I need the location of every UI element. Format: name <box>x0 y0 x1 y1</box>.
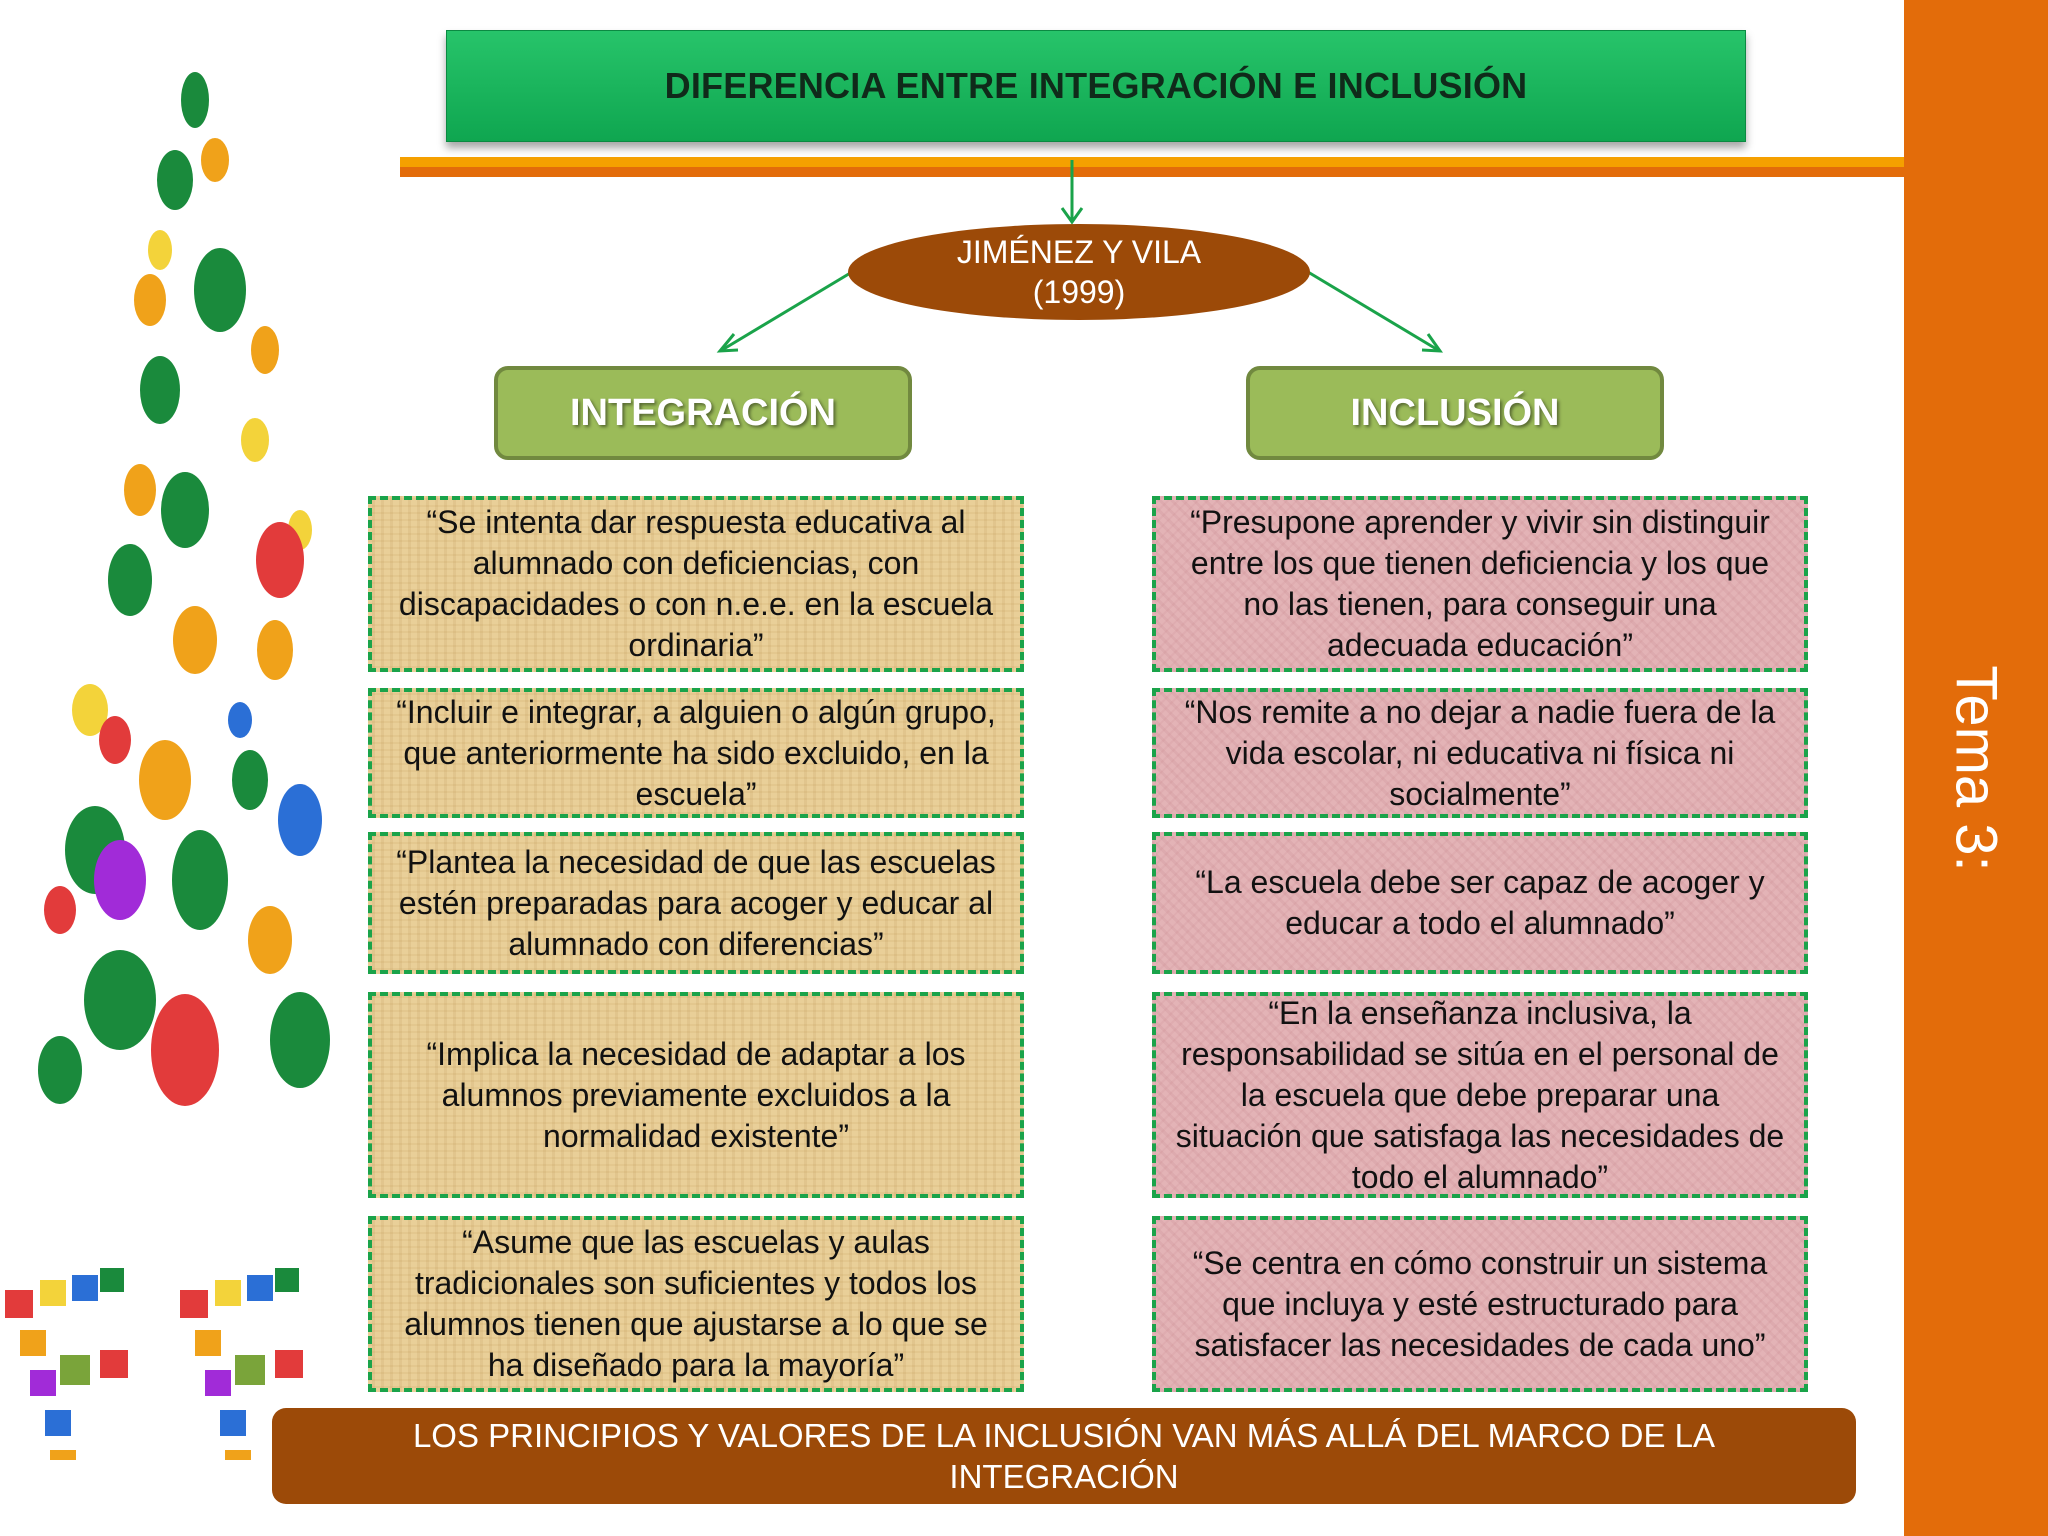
inclusion-item: “Se centra en cómo construir un sistema … <box>1152 1216 1808 1392</box>
integracion-item: “Incluir e integrar, a alguien o algún g… <box>368 688 1024 818</box>
conclusion-text: LOS PRINCIPIOS Y VALORES DE LA INCLUSIÓN… <box>412 1417 1716 1495</box>
header-integracion-label: INTEGRACIÓN <box>570 391 836 434</box>
side-band <box>1904 0 2048 1536</box>
inclusion-item: “La escuela debe ser capaz de acoger y e… <box>1152 832 1808 974</box>
page-title: DIFERENCIA ENTRE INTEGRACIÓN E INCLUSIÓN <box>664 65 1528 106</box>
inclusion-item-text: “En la enseñanza inclusiva, la responsab… <box>1175 994 1785 1195</box>
integracion-item-text: “Implica la necesidad de adaptar a los a… <box>426 1035 966 1154</box>
inclusion-item: “Nos remite a no dejar a nadie fuera de … <box>1152 688 1808 818</box>
integracion-item: “Se intenta dar respuesta educativa al a… <box>368 496 1024 672</box>
arrow-right-line <box>1307 270 1439 352</box>
inclusion-item-text: “Presupone aprender y vivir sin distingu… <box>1190 504 1770 663</box>
inclusion-item: “Presupone aprender y vivir sin distingu… <box>1152 496 1808 672</box>
author-name: JIMÉNEZ Y VILA <box>956 234 1202 270</box>
divider-stripe-orange <box>400 167 1904 177</box>
integracion-item-text: “Incluir e integrar, a alguien o algún g… <box>396 693 996 812</box>
author-year: (1999) <box>1032 274 1126 310</box>
conclusion-bar: LOS PRINCIPIOS Y VALORES DE LA INCLUSIÓN… <box>272 1408 1856 1504</box>
divider-stripe-yellow <box>400 157 1904 167</box>
integracion-item-text: “Asume que las escuelas y aulas tradicio… <box>404 1224 988 1383</box>
inclusion-item: “En la enseñanza inclusiva, la responsab… <box>1152 992 1808 1198</box>
integracion-item-text: “Plantea la necesidad de que las escuela… <box>396 843 996 962</box>
arrow-right-head <box>1421 333 1444 353</box>
inclusion-item-text: “Se centra en cómo construir un sistema … <box>1192 1244 1768 1363</box>
inclusion-item-text: “La escuela debe ser capaz de acoger y e… <box>1195 864 1765 941</box>
colored-blocks-letters-icon <box>5 1268 303 1460</box>
title-bar: DIFERENCIA ENTRE INTEGRACIÓN E INCLUSIÓN <box>446 30 1746 142</box>
author-ellipse: JIMÉNEZ Y VILA (1999) <box>848 224 1310 320</box>
hand-prints-tree-icon <box>5 72 330 1460</box>
header-inclusion: INCLUSIÓN <box>1246 366 1664 460</box>
arrow-left-line <box>721 270 853 352</box>
header-integracion: INTEGRACIÓN <box>494 366 912 460</box>
integracion-item: “Implica la necesidad de adaptar a los a… <box>368 992 1024 1198</box>
inclusion-item-text: “Nos remite a no dejar a nadie fuera de … <box>1184 693 1776 812</box>
arrow-down-head <box>1060 207 1084 225</box>
arrow-left-head <box>716 333 739 353</box>
connector-arrows <box>716 160 1444 353</box>
hand-print-cluster <box>38 72 330 1106</box>
side-label: Tema 3: <box>1943 664 2009 872</box>
integracion-item-text: “Se intenta dar respuesta educativa al a… <box>398 504 994 663</box>
integracion-item: “Asume que las escuelas y aulas tradicio… <box>368 1216 1024 1392</box>
integracion-item: “Plantea la necesidad de que las escuela… <box>368 832 1024 974</box>
header-inclusion-label: INCLUSIÓN <box>1350 391 1560 434</box>
